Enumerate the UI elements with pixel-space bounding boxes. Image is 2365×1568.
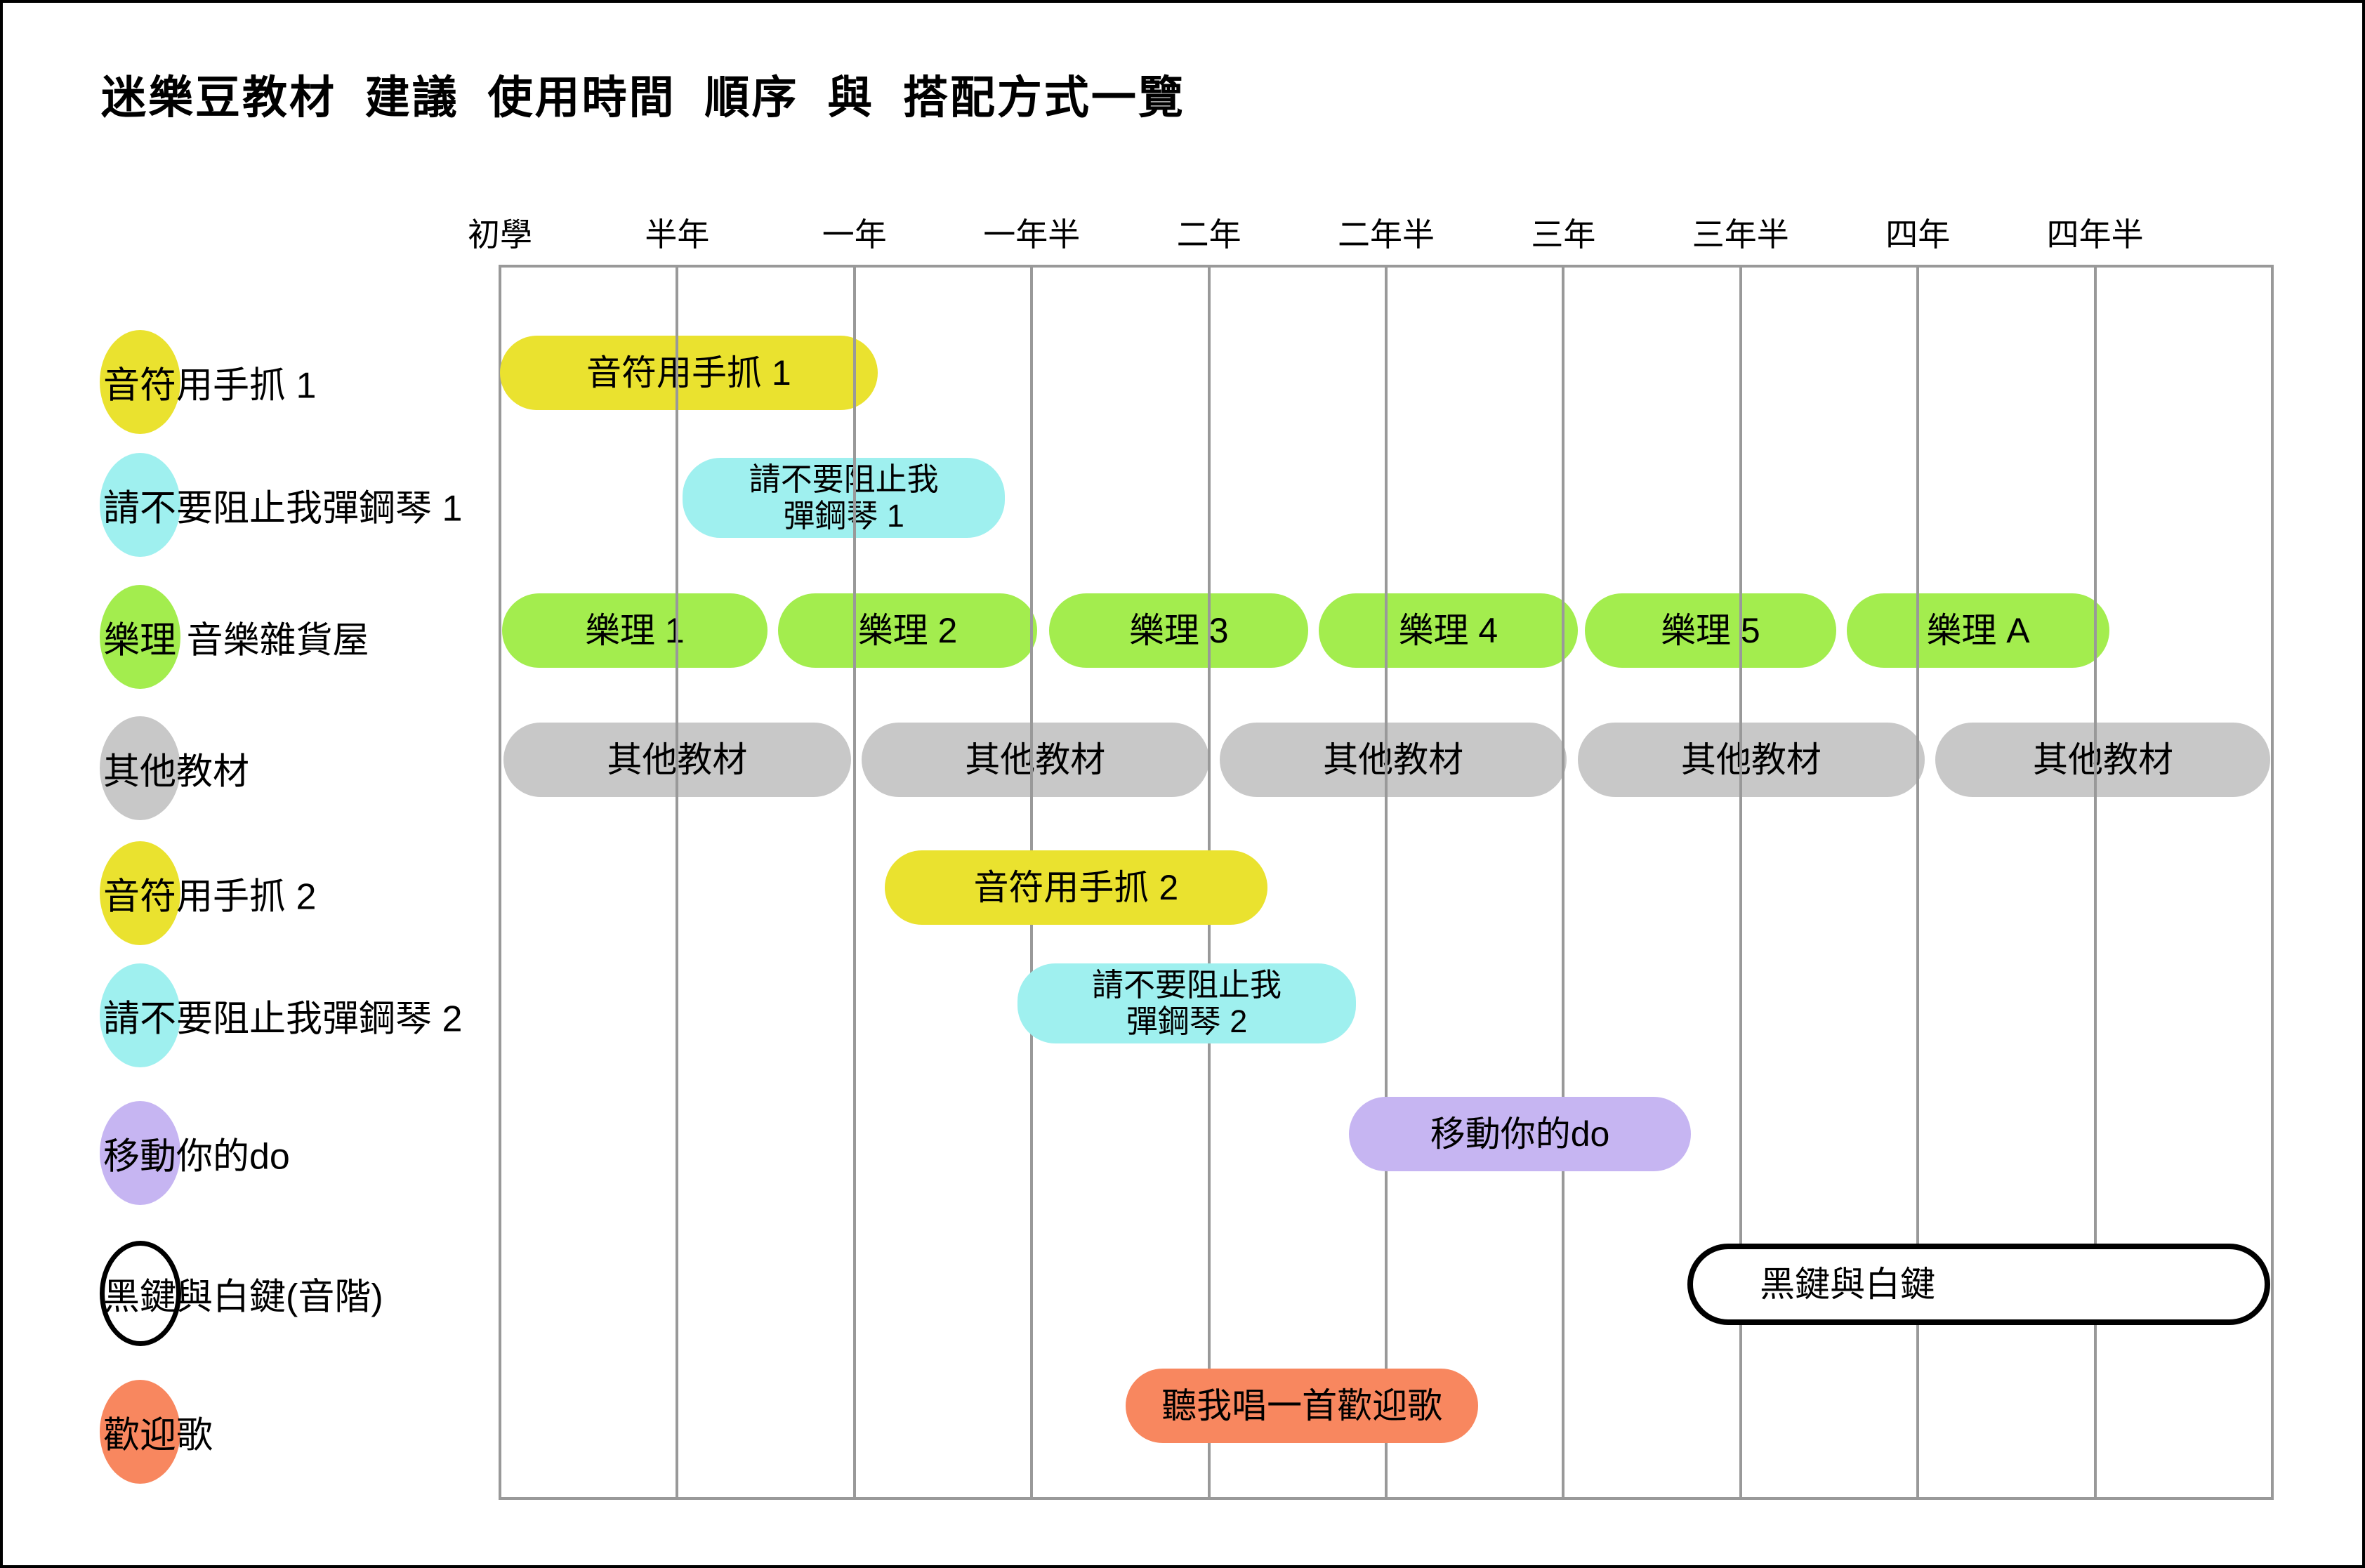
gridline — [1385, 266, 1388, 1498]
axis-tick-label: 一年 — [822, 216, 887, 253]
bar-label: 請不要阻止我 — [749, 461, 939, 497]
axis-tick-label: 三年半 — [1692, 216, 1789, 253]
row-label-dot — [100, 585, 180, 689]
bar: 黑鍵與白鍵 — [1687, 1244, 2271, 1325]
row-label-dot — [100, 1380, 180, 1484]
bar-label: 聽我唱一首歡迎歌 — [1161, 1386, 1443, 1425]
bar-label: 黑鍵與白鍵 — [1760, 1265, 1936, 1304]
bar: 其他教材 — [1935, 723, 2271, 797]
bar-label: 移動你的do — [1430, 1114, 1610, 1154]
row-label-dot — [100, 963, 180, 1067]
bar: 請不要阻止我彈鋼琴 1 — [682, 458, 1006, 538]
bar: 移動你的do — [1348, 1097, 1692, 1171]
bar-label: 其他教材 — [1323, 740, 1464, 779]
gridline — [1916, 266, 1920, 1498]
row-label-dot — [100, 1241, 181, 1346]
bar: 樂理 5 — [1584, 593, 1837, 668]
bar: 其他教材 — [1219, 723, 1567, 797]
axis-tick-label: 四年半 — [2046, 216, 2144, 253]
bar-label: 請不要阻止我 — [1092, 966, 1282, 1003]
gridline — [1739, 266, 1742, 1498]
axis-tick-label: 四年 — [1885, 216, 1951, 253]
bar-label: 樂理 1 — [584, 611, 685, 650]
bar: 樂理 3 — [1049, 593, 1308, 668]
row-label: 音符用手抓 2 — [103, 876, 317, 918]
axis-tick-label: 半年 — [645, 216, 710, 253]
row-label: 移動你的do — [103, 1136, 290, 1178]
bar-label: 樂理 5 — [1661, 611, 1760, 650]
bar-label: 音符用手抓 1 — [586, 353, 791, 393]
bar: 樂理 1 — [501, 593, 768, 668]
bar-label: 彈鋼琴 1 — [783, 498, 904, 534]
axis-tick-label: 二年半 — [1338, 216, 1435, 253]
bar-label: 樂理 4 — [1398, 611, 1498, 650]
axis-tick-label: 二年 — [1176, 216, 1241, 253]
row-label: 歡迎歌 — [103, 1415, 213, 1456]
row-label-dot — [100, 453, 180, 557]
bar-label: 音符用手抓 2 — [973, 868, 1179, 907]
axis-tick-label: 三年 — [1531, 216, 1596, 253]
row-label-dot — [100, 1101, 180, 1205]
bar-label: 樂理 2 — [857, 611, 958, 650]
bar: 樂理 A — [1847, 593, 2109, 668]
bar-label: 彈鋼琴 2 — [1126, 1003, 1248, 1039]
page-title: 迷樂豆教材 建議 使用時間 順序 與 搭配方式一覽 — [101, 72, 1185, 123]
bar: 聽我唱一首歡迎歌 — [1125, 1369, 1479, 1443]
bar: 音符用手抓 2 — [884, 850, 1267, 925]
bar-label: 樂理 A — [1926, 611, 2030, 650]
gridline — [1562, 266, 1565, 1498]
row-label: 請不要阻止我彈鋼琴 1 — [103, 488, 463, 529]
bar: 樂理 4 — [1319, 593, 1578, 668]
axis-tick-label: 初學 — [468, 216, 532, 253]
row-label: 音符用手抓 1 — [103, 365, 317, 407]
bar-label: 其他教材 — [1680, 740, 1821, 779]
gridline — [852, 266, 856, 1498]
bar-label: 其他教材 — [2032, 740, 2173, 779]
axis-tick-label: 一年半 — [983, 216, 1081, 253]
row-label: 樂理 音樂雜貨屋 — [103, 620, 369, 661]
bar: 音符用手抓 1 — [500, 336, 878, 410]
row-label: 黑鍵與白鍵(音階) — [103, 1277, 383, 1318]
row-label-dot — [100, 716, 180, 820]
bar-label: 樂理 3 — [1128, 611, 1229, 650]
bar-label: 其他教材 — [965, 740, 1106, 779]
bar: 樂理 2 — [778, 593, 1037, 668]
row-label: 其他教材 — [103, 751, 250, 793]
row-label-dot — [100, 330, 180, 434]
gridline — [2093, 266, 2097, 1498]
bar: 其他教材 — [1577, 723, 1925, 797]
bar: 請不要阻止我彈鋼琴 2 — [1017, 963, 1357, 1043]
gridline — [676, 266, 679, 1498]
bar: 其他教材 — [861, 723, 1209, 797]
row-label: 請不要阻止我彈鋼琴 2 — [103, 999, 463, 1040]
row-label-dot — [100, 841, 180, 945]
